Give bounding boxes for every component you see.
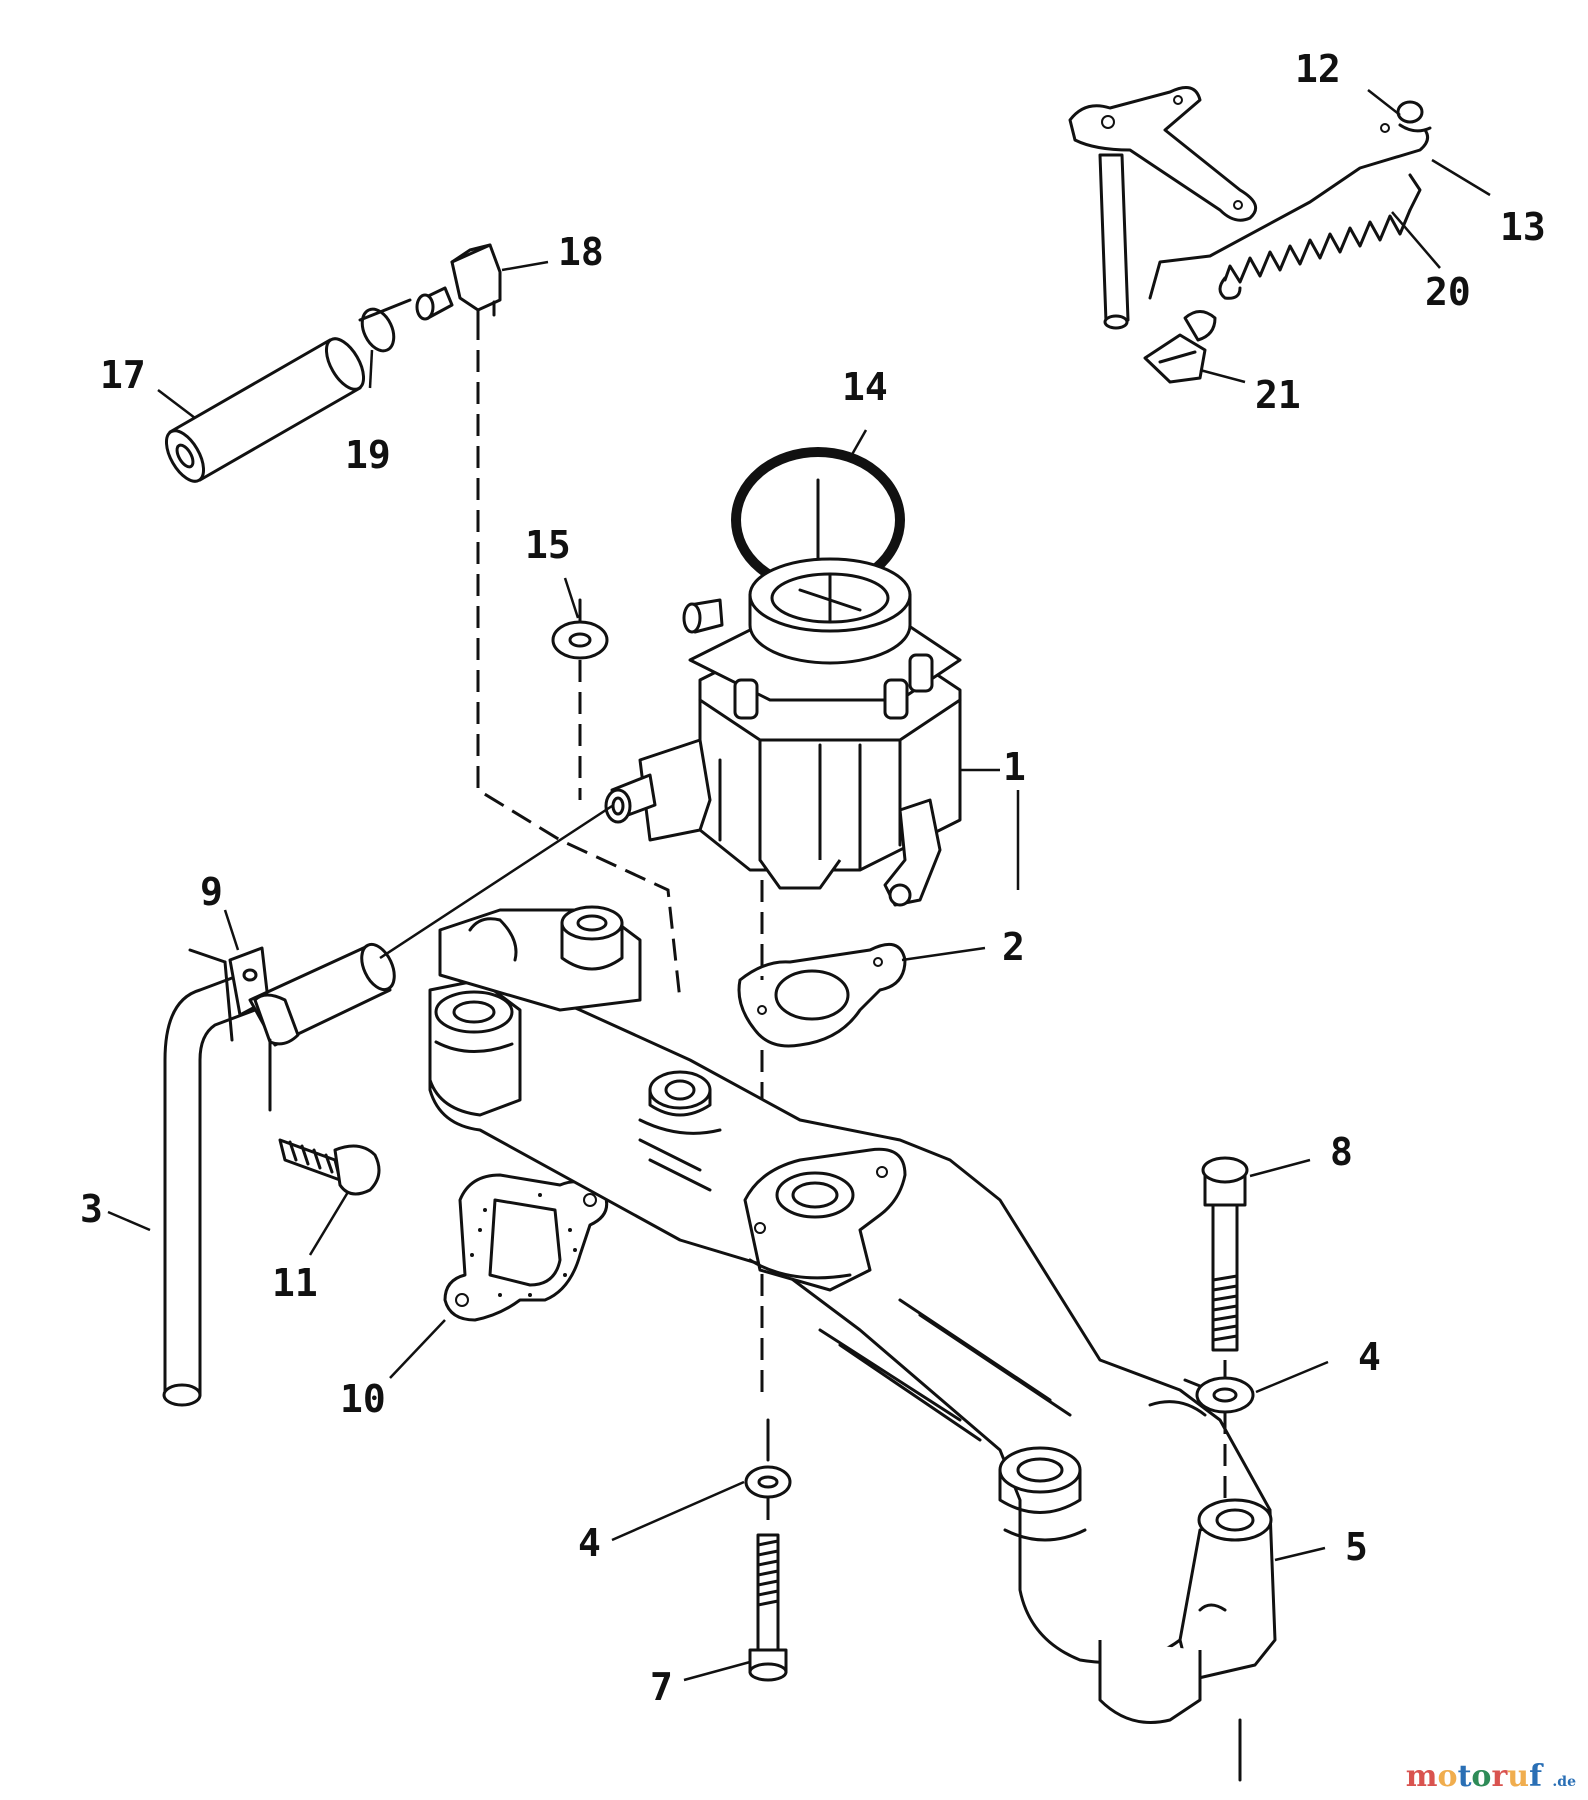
part-1-carburetor <box>604 557 962 907</box>
part-21-clip <box>1143 310 1217 384</box>
callout-1: 1 <box>1003 745 1026 789</box>
callout-17: 17 <box>100 353 146 397</box>
watermark-suffix: .de <box>1552 1774 1576 1790</box>
callout-8: 8 <box>1330 1130 1353 1174</box>
callout-5: 5 <box>1345 1525 1368 1569</box>
callout-4-upper: 4 <box>1358 1335 1381 1379</box>
callout-14: 14 <box>842 365 888 409</box>
part-15-washer <box>551 598 609 660</box>
part-10-manifold-gasket <box>443 1173 609 1322</box>
part-17-hose <box>164 337 366 483</box>
callout-11: 11 <box>272 1261 318 1305</box>
leader-lines <box>107 89 1491 1682</box>
part-8-bolt <box>1201 1156 1249 1352</box>
part-governor-arm <box>1068 86 1258 330</box>
callout-9: 9 <box>200 870 223 914</box>
callout-20: 20 <box>1425 270 1471 314</box>
callout-13: 13 <box>1500 205 1546 249</box>
part-2-gasket <box>737 942 907 1048</box>
part-4-washer-upper <box>1195 1376 1255 1414</box>
callout-19: 19 <box>345 433 391 477</box>
part-19-clamp <box>358 298 412 353</box>
callout-labels: 1 2 3 4 4 5 7 8 9 10 11 12 13 14 15 17 1… <box>80 47 1546 1709</box>
callout-10: 10 <box>340 1377 386 1421</box>
part-13-link-rod <box>1148 128 1430 300</box>
part-5-manifold <box>428 905 1277 1724</box>
part-3-hose-sleeve <box>248 942 396 1047</box>
part-11-bolt <box>278 1138 381 1196</box>
callout-2: 2 <box>1002 925 1025 969</box>
part-7-bolt <box>748 1533 788 1682</box>
part-12-nut <box>1380 100 1432 133</box>
part-20-spring <box>1218 173 1422 300</box>
watermark-text: motoruf <box>1405 1759 1542 1794</box>
callout-3: 3 <box>80 1187 103 1231</box>
callout-4-lower: 4 <box>578 1521 601 1565</box>
callout-7: 7 <box>650 1665 673 1709</box>
part-18-elbow-fitting <box>415 243 502 324</box>
callout-18: 18 <box>558 230 604 274</box>
callout-15: 15 <box>525 523 571 567</box>
watermark-logo: motoruf .de <box>1406 1759 1576 1794</box>
part-4-washer-lower <box>744 1465 792 1499</box>
callout-12: 12 <box>1295 47 1341 91</box>
part-3-tube <box>162 973 257 1407</box>
callout-21: 21 <box>1255 373 1301 417</box>
